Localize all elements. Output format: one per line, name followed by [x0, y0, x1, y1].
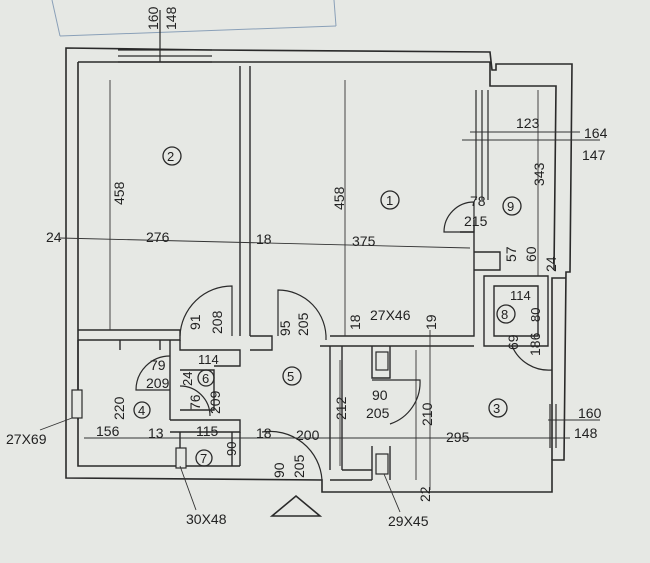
- dim-label: 200: [296, 427, 320, 443]
- dim-label: 90: [372, 387, 388, 403]
- room-4-label: 4: [138, 403, 145, 418]
- dim-label: 209: [207, 390, 223, 414]
- room-markers: [133, 146, 522, 467]
- dim-label: 91: [187, 314, 203, 330]
- door-4: [135, 355, 171, 391]
- dim-label: 212: [333, 396, 349, 420]
- dim-label: 24: [543, 256, 559, 272]
- dim-label: 27X46: [370, 307, 411, 323]
- dim-label: 79: [150, 357, 166, 373]
- dim-label: 276: [146, 229, 170, 245]
- dim-label: 156: [96, 423, 120, 439]
- dim-label: 458: [331, 186, 347, 210]
- room-labels: 2 1 9 8 5 6 4 3 7: [138, 149, 514, 466]
- dim-label: 13: [148, 425, 164, 441]
- dim-label: 220: [111, 396, 127, 420]
- window-balcony: [475, 90, 489, 200]
- dim-label: 18: [347, 314, 363, 330]
- dim-label: 90: [224, 442, 239, 456]
- window-top: [118, 10, 212, 63]
- dim-label: 69: [505, 334, 521, 350]
- dim-label: 148: [163, 6, 179, 30]
- door-bath: [372, 379, 421, 425]
- dim-label: 90: [271, 462, 287, 478]
- room-8-label: 8: [501, 307, 508, 322]
- dim-label: 60: [523, 246, 539, 262]
- dim-label: 115: [196, 423, 219, 439]
- dim-label: 114: [198, 352, 219, 367]
- room-3-label: 3: [493, 401, 500, 416]
- dim-label: 208: [209, 310, 225, 334]
- interior-walls: [77, 66, 549, 481]
- dim-label: 205: [366, 405, 390, 421]
- dim-label: 30X48: [186, 511, 227, 527]
- door-9: [443, 201, 475, 233]
- dim-label: 209: [146, 375, 170, 391]
- door-6: [179, 385, 211, 417]
- dim-label: 343: [531, 162, 547, 186]
- dim-label: 295: [446, 429, 470, 445]
- dim-label: 18: [256, 231, 272, 247]
- dim-label: 19: [423, 314, 439, 330]
- dim-label: 27X69: [6, 431, 47, 447]
- dim-label: 160: [578, 405, 602, 421]
- dim-label: 123: [516, 115, 540, 131]
- door-2: [179, 285, 233, 337]
- vents: [71, 351, 389, 475]
- dim-label: 29X45: [388, 513, 429, 529]
- dim-label: 24: [180, 372, 195, 386]
- dim-label: 210: [419, 402, 435, 426]
- dim-label: 24: [46, 229, 62, 245]
- dim-label: 164: [584, 125, 608, 141]
- dim-label: 147: [582, 147, 606, 163]
- dim-label: 78: [470, 193, 486, 209]
- outer-wall: [65, 47, 573, 493]
- dim-label: 80: [528, 308, 543, 322]
- dim-label: 205: [295, 312, 311, 336]
- dim-label: 458: [111, 181, 127, 205]
- room-1-label: 1: [386, 193, 393, 208]
- door-3: [511, 345, 553, 371]
- dim-label: 76: [187, 394, 203, 410]
- door-1: [277, 289, 327, 341]
- door-entrance: [261, 430, 323, 481]
- dim-label: 186: [527, 332, 543, 356]
- dim-label: 57: [503, 246, 519, 262]
- window-right: [549, 404, 557, 448]
- dimension-lines: [59, 80, 600, 490]
- leader-lines: [39, 417, 401, 513]
- entrance-arrow-icon: [269, 494, 323, 517]
- dim-label: 160: [145, 6, 161, 30]
- room-5-label: 5: [287, 369, 294, 384]
- dim-label: 18: [256, 425, 272, 441]
- dim-label: 114: [510, 288, 531, 303]
- dim-label: 148: [574, 425, 598, 441]
- dimension-labels: 160 148 458 458 24 276 18 375 123 164 14…: [6, 6, 608, 529]
- dim-label: 205: [291, 454, 307, 478]
- room-2-label: 2: [167, 149, 174, 164]
- paper-sheet-edge: [51, 0, 337, 37]
- dim-label: 215: [464, 213, 488, 229]
- dim-label: 375: [352, 233, 376, 249]
- room-6-label: 6: [202, 371, 209, 386]
- dim-label: 22: [417, 486, 433, 502]
- door-swings: [135, 201, 553, 481]
- dim-label: 95: [277, 320, 293, 336]
- room-7-label: 7: [200, 451, 207, 466]
- room-9-label: 9: [507, 199, 514, 214]
